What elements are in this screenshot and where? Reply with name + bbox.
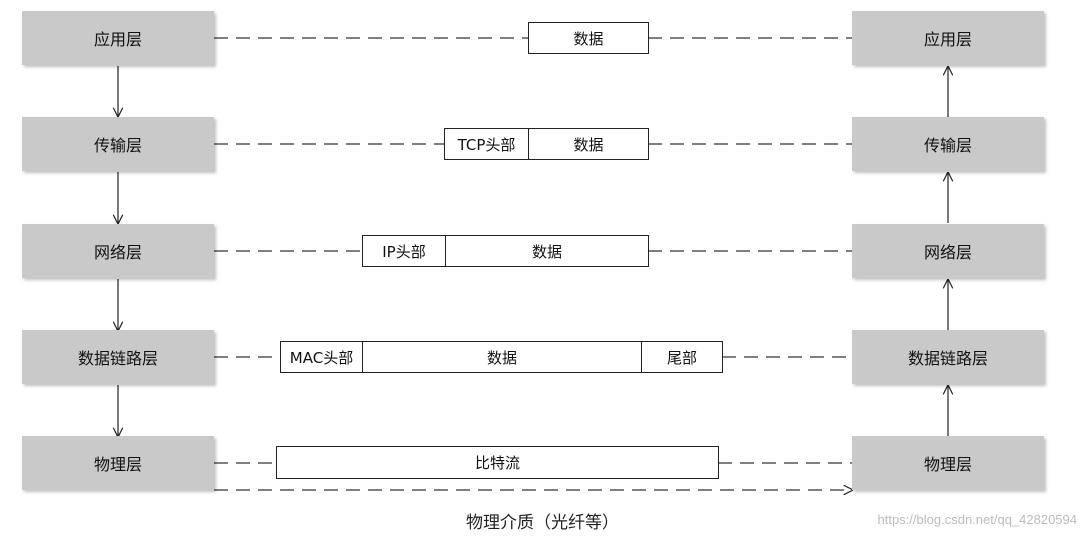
- watermark-text: https://blog.csdn.net/qq_42820594: [877, 512, 1078, 527]
- right-layer-physical: 物理层: [852, 436, 1044, 490]
- left-layer-application: 应用层: [22, 11, 214, 65]
- packet-datalink-data: 数据: [362, 341, 642, 373]
- right-layer-datalink: 数据链路层: [852, 330, 1044, 384]
- packet-bitstream: 比特流: [276, 446, 719, 479]
- packet-tcp-header: TCP头部: [444, 128, 529, 160]
- left-layer-network: 网络层: [22, 224, 214, 278]
- packet-trailer: 尾部: [641, 341, 723, 373]
- packet-ip-header: IP头部: [362, 235, 446, 267]
- left-layer-datalink: 数据链路层: [22, 330, 214, 384]
- packet-mac-header: MAC头部: [280, 341, 363, 373]
- left-layer-physical: 物理层: [22, 436, 214, 490]
- right-layer-network: 网络层: [852, 224, 1044, 278]
- packet-app-data: 数据: [528, 22, 649, 54]
- packet-network-data: 数据: [445, 235, 649, 267]
- medium-caption: 物理介质（光纤等）: [466, 513, 619, 533]
- right-layer-transport: 传输层: [852, 117, 1044, 171]
- right-layer-application: 应用层: [852, 11, 1044, 65]
- packet-transport-data: 数据: [528, 128, 649, 160]
- left-layer-transport: 传输层: [22, 117, 214, 171]
